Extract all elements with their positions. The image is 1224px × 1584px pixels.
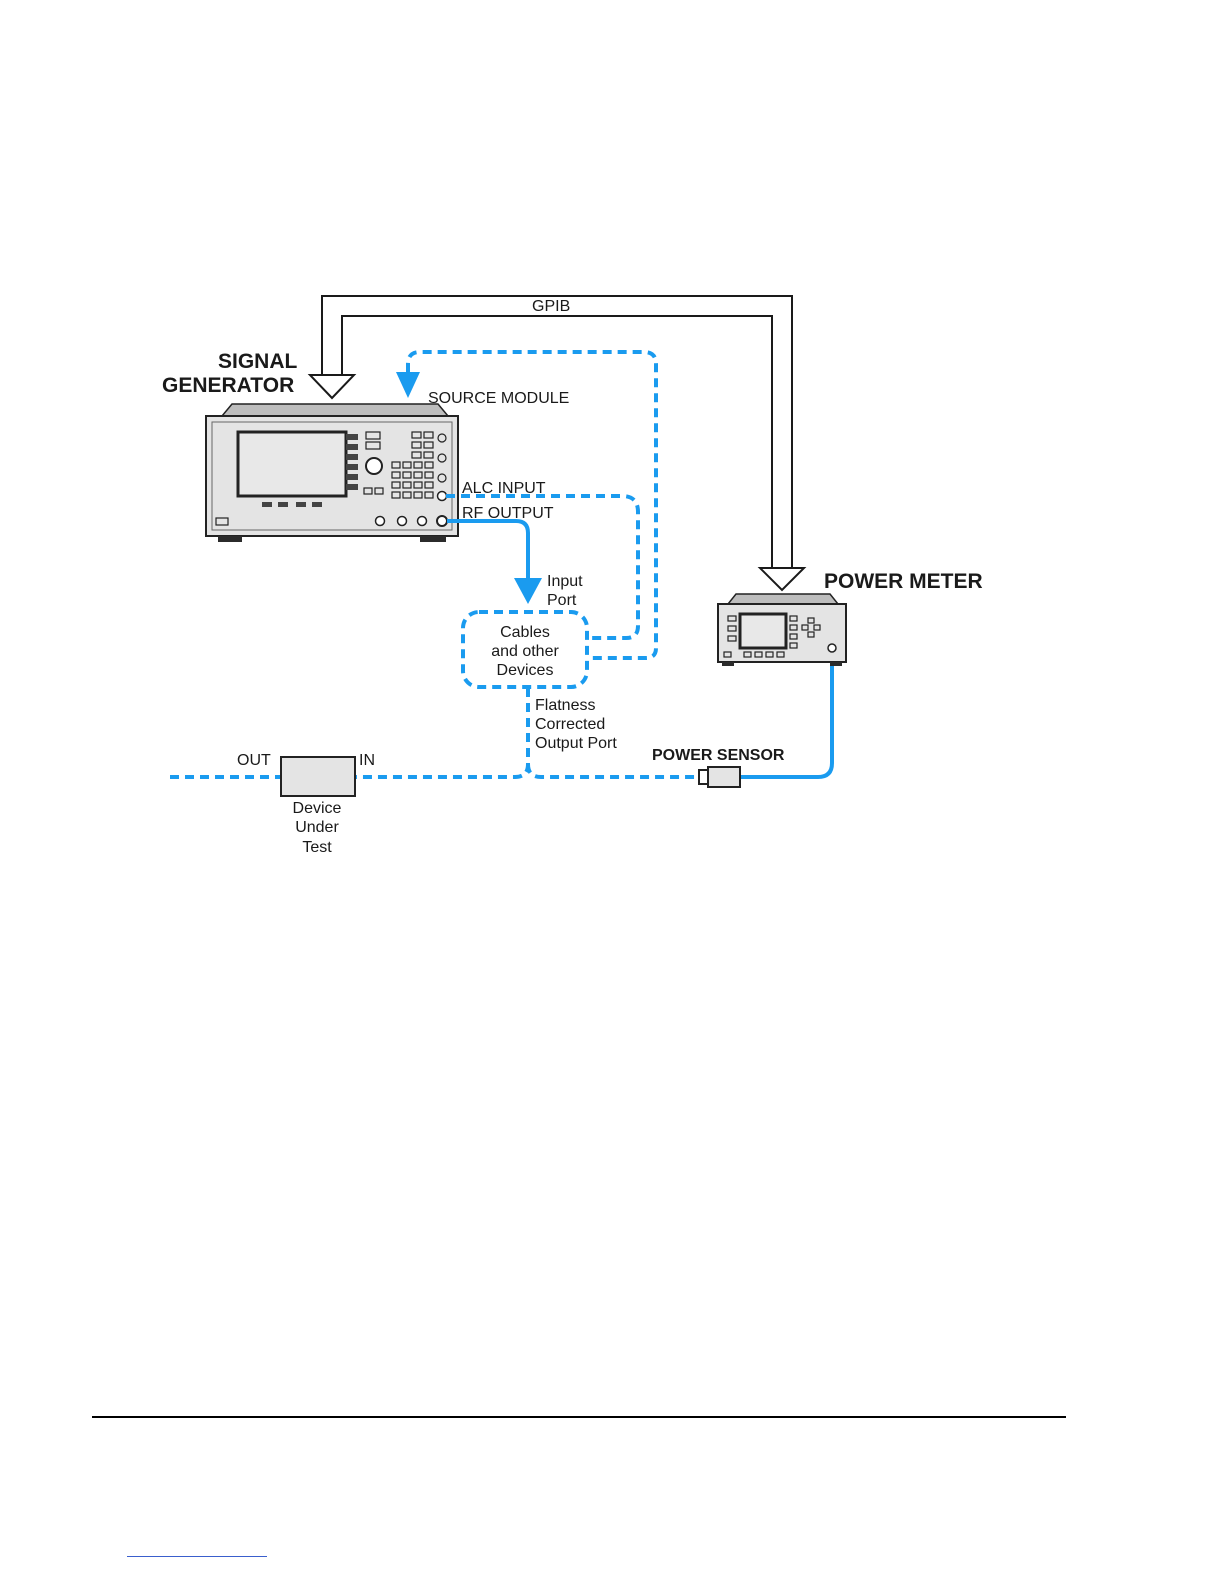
dut-label-line2: Under [295, 819, 339, 836]
signal-generator-screen [238, 432, 346, 496]
cables-label-line1: Cables [500, 624, 550, 641]
rf-output-cable [447, 521, 528, 580]
gpib-arrow-to-generator [310, 375, 354, 398]
power-meter [718, 594, 846, 666]
input-port-arrow [514, 578, 542, 604]
input-port-label-line2: Port [547, 592, 577, 609]
rf-output-connector [437, 516, 447, 526]
signal-generator-title-line1: SIGNAL [218, 350, 298, 373]
source-module-arrow [396, 372, 420, 398]
dut-label-line1: Device [293, 800, 342, 817]
flatness-output-cable [356, 688, 528, 777]
power-sensor-label: POWER SENSOR [652, 747, 785, 764]
source-module-label: SOURCE MODULE [428, 390, 569, 407]
signal-generator [206, 404, 458, 542]
power-sensor [699, 767, 740, 787]
power-meter-title: POWER METER [824, 570, 983, 593]
dut-out-label: OUT [237, 752, 271, 769]
flatness-label-line3: Output Port [535, 735, 617, 752]
signal-generator-knob [366, 458, 382, 474]
cables-label-line2: and other [491, 643, 559, 660]
gpib-arrow-to-meter [760, 568, 804, 590]
input-port-label-line1: Input [547, 573, 583, 590]
dut-label-line3: Test [302, 839, 332, 856]
device-under-test [281, 757, 355, 796]
dut-in-label: IN [359, 752, 375, 769]
page-divider [92, 1416, 1066, 1418]
signal-generator-title-line2: GENERATOR [162, 374, 294, 397]
alc-input-label: ALC INPUT [462, 480, 546, 497]
flatness-label-line1: Flatness [535, 697, 595, 714]
flatness-label-line2: Corrected [535, 716, 605, 733]
power-meter-screen [740, 614, 786, 648]
cables-label-line3: Devices [497, 662, 554, 679]
alc-input-connector [438, 492, 447, 501]
to-power-sensor-cable [528, 764, 700, 777]
gpib-label: GPIB [532, 298, 570, 315]
footer-link-underline[interactable] [127, 1556, 267, 1557]
power-meter-sensor-port [828, 644, 836, 652]
